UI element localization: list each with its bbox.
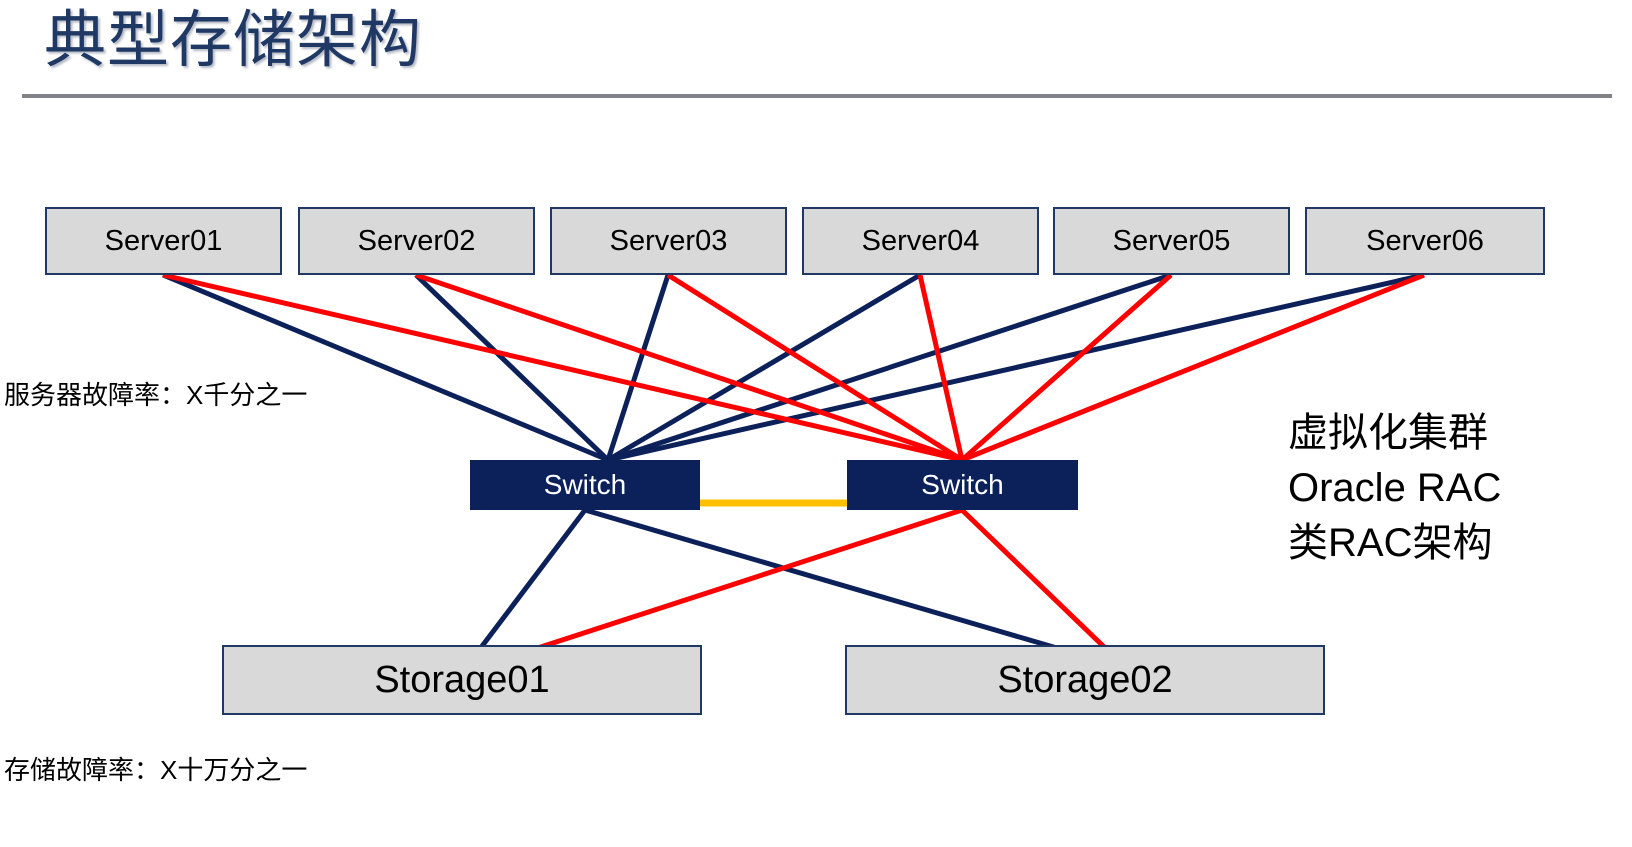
switch-node-left[interactable]: Switch bbox=[470, 460, 700, 510]
server-node-06[interactable]: Server06 bbox=[1305, 207, 1545, 275]
cluster-type-note: 虚拟化集群 Oracle RAC 类RAC架构 bbox=[1288, 406, 1501, 572]
storage-node-02[interactable]: Storage02 bbox=[845, 645, 1325, 715]
storage-label: Storage01 bbox=[374, 658, 550, 701]
server-node-02[interactable]: Server02 bbox=[298, 207, 535, 275]
server-label: Server03 bbox=[609, 224, 728, 257]
switch-label: Switch bbox=[543, 469, 627, 500]
switch-label: Switch bbox=[921, 469, 1004, 500]
server-label: Server04 bbox=[861, 224, 980, 257]
server-node-03[interactable]: Server03 bbox=[550, 207, 787, 275]
server-to-switch2-links bbox=[162, 272, 1425, 463]
storage-label: Storage02 bbox=[997, 658, 1173, 701]
cluster-note-line-3: 类RAC架构 bbox=[1288, 521, 1493, 566]
server-label: Server01 bbox=[104, 224, 223, 257]
server-node-05[interactable]: Server05 bbox=[1053, 207, 1290, 275]
server-to-switch1-links bbox=[162, 272, 1425, 463]
cluster-note-line-2: Oracle RAC bbox=[1288, 466, 1502, 511]
server-failure-rate-note: 服务器故障率：X千分之一 bbox=[4, 380, 308, 410]
switch-node-right[interactable]: Switch bbox=[847, 460, 1078, 510]
title-divider bbox=[22, 94, 1612, 98]
cluster-note-line-1: 虚拟化集群 bbox=[1288, 411, 1488, 455]
server-node-04[interactable]: Server04 bbox=[802, 207, 1039, 275]
server-label: Server06 bbox=[1366, 224, 1484, 257]
page-title: 典型存储架构 bbox=[44, 6, 423, 75]
storage-failure-rate-note: 存储故障率：X十万分之一 bbox=[4, 755, 308, 785]
server-label: Server02 bbox=[357, 224, 476, 257]
server-node-01[interactable]: Server01 bbox=[45, 207, 282, 275]
server-label: Server05 bbox=[1112, 224, 1231, 257]
storage-node-01[interactable]: Storage01 bbox=[222, 645, 702, 715]
